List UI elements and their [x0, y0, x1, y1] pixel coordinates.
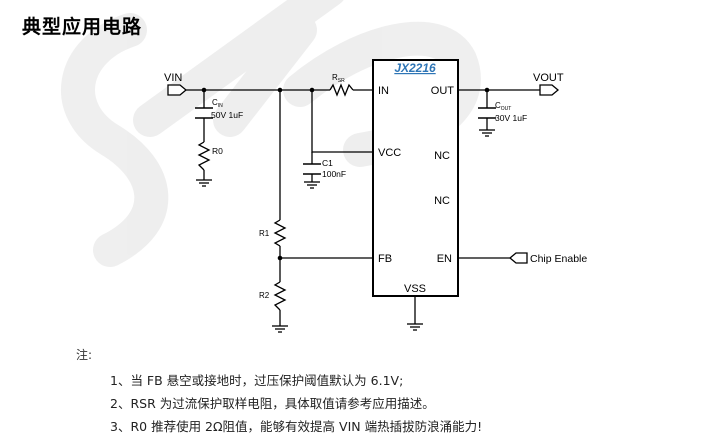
ground-symbol-r0	[196, 179, 212, 187]
page-title: 典型应用电路	[22, 16, 143, 38]
vout-label: VOUT	[533, 72, 564, 84]
chip-body	[372, 59, 459, 297]
cout-label-sub: OUT	[501, 106, 512, 112]
note-item-3: 3、R0 推荐使用 2Ω阻值，能够有效提高 VIN 端热插拔防浪涌能力!	[110, 419, 483, 434]
rsr-label: RSR	[332, 73, 345, 84]
cin-value: 50V 1uF	[211, 110, 243, 120]
chip-enable-port-icon	[508, 252, 528, 264]
c1-capacitor	[303, 163, 321, 175]
cout-label: COUT	[495, 101, 511, 112]
rsr-resistor	[329, 83, 354, 97]
rsr-label-main: R	[332, 73, 338, 82]
cout-value: 30V 1uF	[495, 113, 527, 123]
r1-resistor	[273, 219, 287, 247]
notes-title: 注:	[76, 348, 93, 362]
cout-capacitor	[478, 107, 496, 119]
cin-label: CIN	[212, 98, 223, 109]
cin-capacitor	[195, 107, 213, 119]
r0-resistor	[197, 141, 211, 171]
r1-label: R1	[259, 229, 270, 238]
r2-label: R2	[259, 291, 270, 300]
pin-nc1-label: NC	[434, 150, 450, 162]
wires	[186, 89, 540, 326]
pin-en-label: EN	[437, 253, 452, 265]
vout-port-icon	[539, 84, 560, 96]
vin-label: VIN	[164, 72, 182, 84]
pin-fb-label: FB	[378, 253, 392, 265]
r0-label: R0	[212, 146, 223, 156]
pin-nc2-label: NC	[434, 195, 450, 207]
note-item-2: 2、RSR 为过流保护取样电阻，具体取值请参考应用描述。	[110, 396, 435, 411]
c1-value: 100nF	[322, 169, 346, 179]
note-item-1: 1、当 FB 悬空或接地时，过压保护阈值默认为 6.1V;	[110, 373, 404, 388]
rsr-label-sub: SR	[338, 78, 345, 84]
ground-symbol-cout	[479, 129, 495, 137]
cin-label-sub: IN	[218, 103, 223, 109]
junction-dots	[201, 87, 490, 261]
pin-vss-label: VSS	[404, 283, 426, 295]
pin-out-label: OUT	[431, 85, 455, 97]
ground-symbol-vss	[407, 323, 423, 331]
chip-enable-label: Chip Enable	[530, 253, 587, 265]
r2-resistor	[273, 281, 287, 311]
chip-name: JX2216	[394, 61, 436, 75]
ground-symbol-c1	[304, 181, 320, 189]
pin-vcc-label: VCC	[378, 147, 401, 159]
pin-in-label: IN	[378, 85, 389, 97]
vin-port-icon	[167, 84, 188, 96]
ground-symbol-r2	[272, 325, 288, 333]
c1-label: C1	[322, 158, 333, 168]
cout-label-main: C	[495, 101, 501, 110]
cin-label-main: C	[212, 98, 218, 107]
